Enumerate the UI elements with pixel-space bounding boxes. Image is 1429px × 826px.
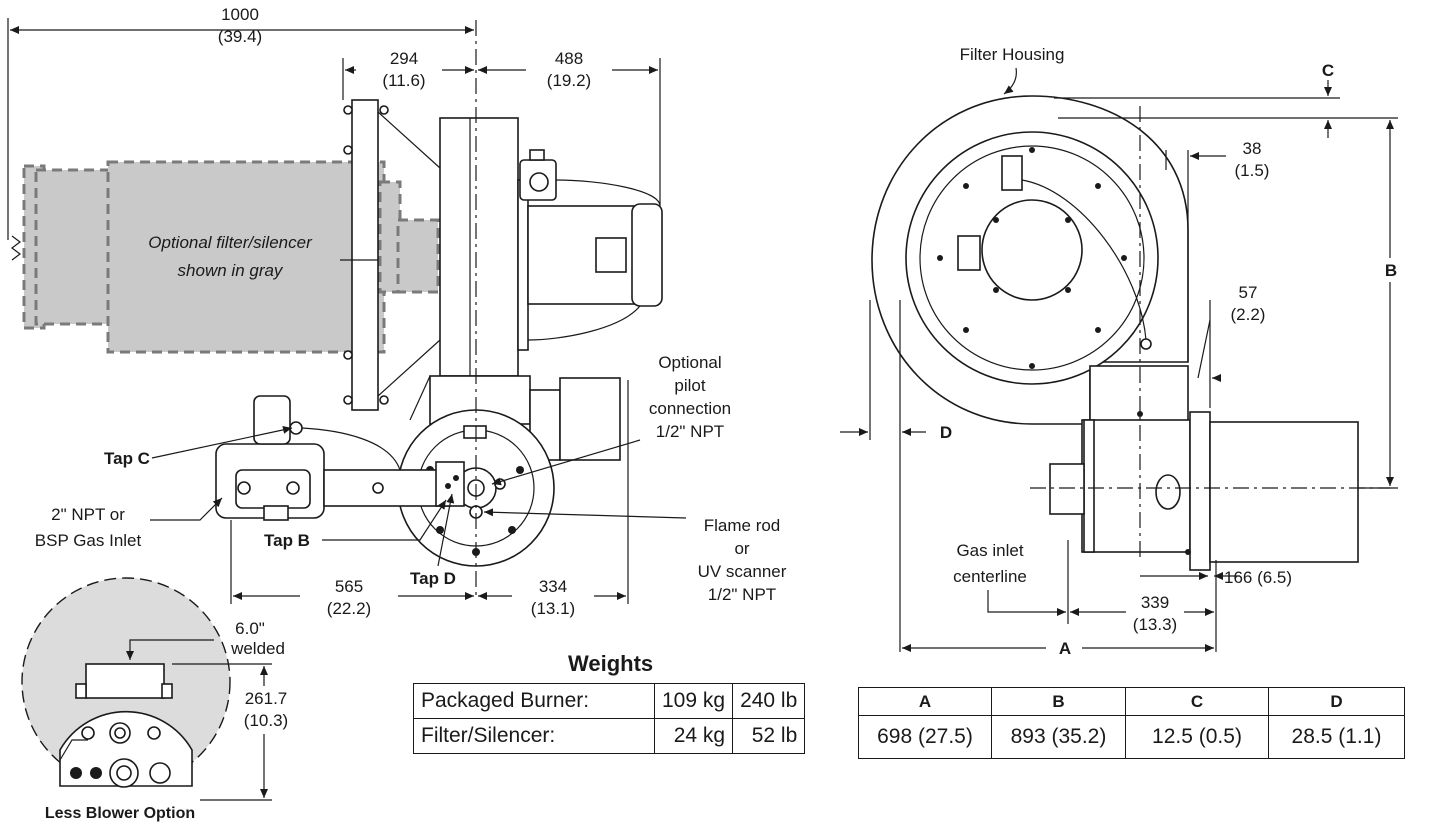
dim-166: 166 (6.5) <box>1224 568 1292 587</box>
table-row: Filter/Silencer: 24 kg 52 lb <box>413 718 806 754</box>
dim-57-in: (2.2) <box>1231 305 1266 324</box>
dim-38-mm: 38 <box>1243 139 1262 158</box>
table-header-row: A B C D <box>858 687 1405 716</box>
flame-line3: UV scanner <box>698 562 787 581</box>
weight-kg: 109 kg <box>653 683 734 719</box>
dim-565-mm: 565 <box>335 577 363 596</box>
side-callouts: Optional filter/silencer shown in gray O… <box>35 233 787 604</box>
dim-38-in: (1.5) <box>1235 161 1270 180</box>
dim-261-mm: 261.7 <box>245 689 288 708</box>
filter-housing-label: Filter Housing <box>960 45 1065 64</box>
letter-a: A <box>1059 639 1071 658</box>
filter-note-line2: shown in gray <box>178 261 284 280</box>
letter-c: C <box>1322 61 1334 80</box>
welded-line1: 6.0" <box>235 619 265 638</box>
burner-body-front <box>1089 365 1189 427</box>
front-dimensions: Filter Housing C B 38 (1.5) 57 (2.2) D 1… <box>840 45 1402 658</box>
dim-57-mm: 57 <box>1239 283 1258 302</box>
dim-488-mm: 488 <box>555 49 583 68</box>
letter-d: D <box>940 423 952 442</box>
weights-table: Packaged Burner: 109 kg 240 lb Filter/Si… <box>413 683 806 754</box>
weight-lb: 240 lb <box>732 683 806 719</box>
column-header: D <box>1268 687 1405 716</box>
side-dimensions: 1000 (39.4) 294 (11.6) 488 (19.2) 565 (2… <box>7 5 661 618</box>
filter-silencer-gray <box>11 160 440 354</box>
less-blower-label: Less Blower Option <box>45 805 195 822</box>
dim-294-in: (11.6) <box>382 71 425 90</box>
front-view <box>871 95 1390 571</box>
dim-overall-in: (39.4) <box>218 27 262 46</box>
gas-inlet-line1: 2" NPT or <box>51 505 125 524</box>
pilot-line1: Optional <box>658 353 721 372</box>
welded-line2: welded <box>230 639 285 658</box>
dim-339-in: (13.3) <box>1133 615 1177 634</box>
dim-294-mm: 294 <box>390 49 418 68</box>
gas-centerline-line1: Gas inlet <box>956 541 1023 560</box>
filter-note-line1: Optional filter/silencer <box>148 233 313 252</box>
column-header: B <box>991 687 1126 716</box>
tap-b-label: Tap B <box>264 531 310 550</box>
table-cell: 893 (35.2) <box>991 715 1126 759</box>
weight-name: Packaged Burner: <box>413 683 655 719</box>
weight-kg: 24 kg <box>653 718 734 754</box>
dim-261-in: (10.3) <box>244 711 288 730</box>
dim-339-mm: 339 <box>1141 593 1169 612</box>
dim-overall-mm: 1000 <box>221 5 259 24</box>
pilot-line4: 1/2" NPT <box>656 422 724 441</box>
table-cell: 12.5 (0.5) <box>1125 715 1269 759</box>
table-row: Packaged Burner: 109 kg 240 lb <box>413 683 806 719</box>
less-blower-detail: 6.0" welded 261.7 (10.3) Less Blower Opt… <box>21 577 296 822</box>
side-view <box>11 20 663 600</box>
pilot-line2: pilot <box>674 376 705 395</box>
dimension-table: A B C D 698 (27.5) 893 (35.2) 12.5 (0.5)… <box>858 687 1405 759</box>
blower-housing <box>439 117 519 377</box>
dim-334-mm: 334 <box>539 577 567 596</box>
weights-title: Weights <box>568 651 654 676</box>
flame-line2: or <box>734 539 749 558</box>
flame-line1: Flame rod <box>704 516 781 535</box>
gas-centerline-line2: centerline <box>953 567 1027 586</box>
column-header: C <box>1125 687 1269 716</box>
tap-c-label: Tap C <box>104 449 150 468</box>
filter-flange-plate <box>351 99 379 411</box>
table-row: 698 (27.5) 893 (35.2) 12.5 (0.5) 28.5 (1… <box>858 715 1405 759</box>
dim-488-in: (19.2) <box>547 71 591 90</box>
weight-lb: 52 lb <box>732 718 806 754</box>
dim-565-in: (22.2) <box>327 599 371 618</box>
table-cell: 28.5 (1.1) <box>1268 715 1405 759</box>
gas-inlet-line2: BSP Gas Inlet <box>35 531 142 550</box>
table-cell: 698 (27.5) <box>858 715 992 759</box>
column-header: A <box>858 687 992 716</box>
letter-b: B <box>1385 261 1397 280</box>
flame-line4: 1/2" NPT <box>708 585 776 604</box>
dim-334-in: (13.1) <box>531 599 575 618</box>
weight-name: Filter/Silencer: <box>413 718 655 754</box>
combustion-tube <box>1209 421 1359 563</box>
pilot-line3: connection <box>649 399 731 418</box>
tap-d-label: Tap D <box>410 569 456 588</box>
gas-manifold-pipe <box>323 469 451 507</box>
